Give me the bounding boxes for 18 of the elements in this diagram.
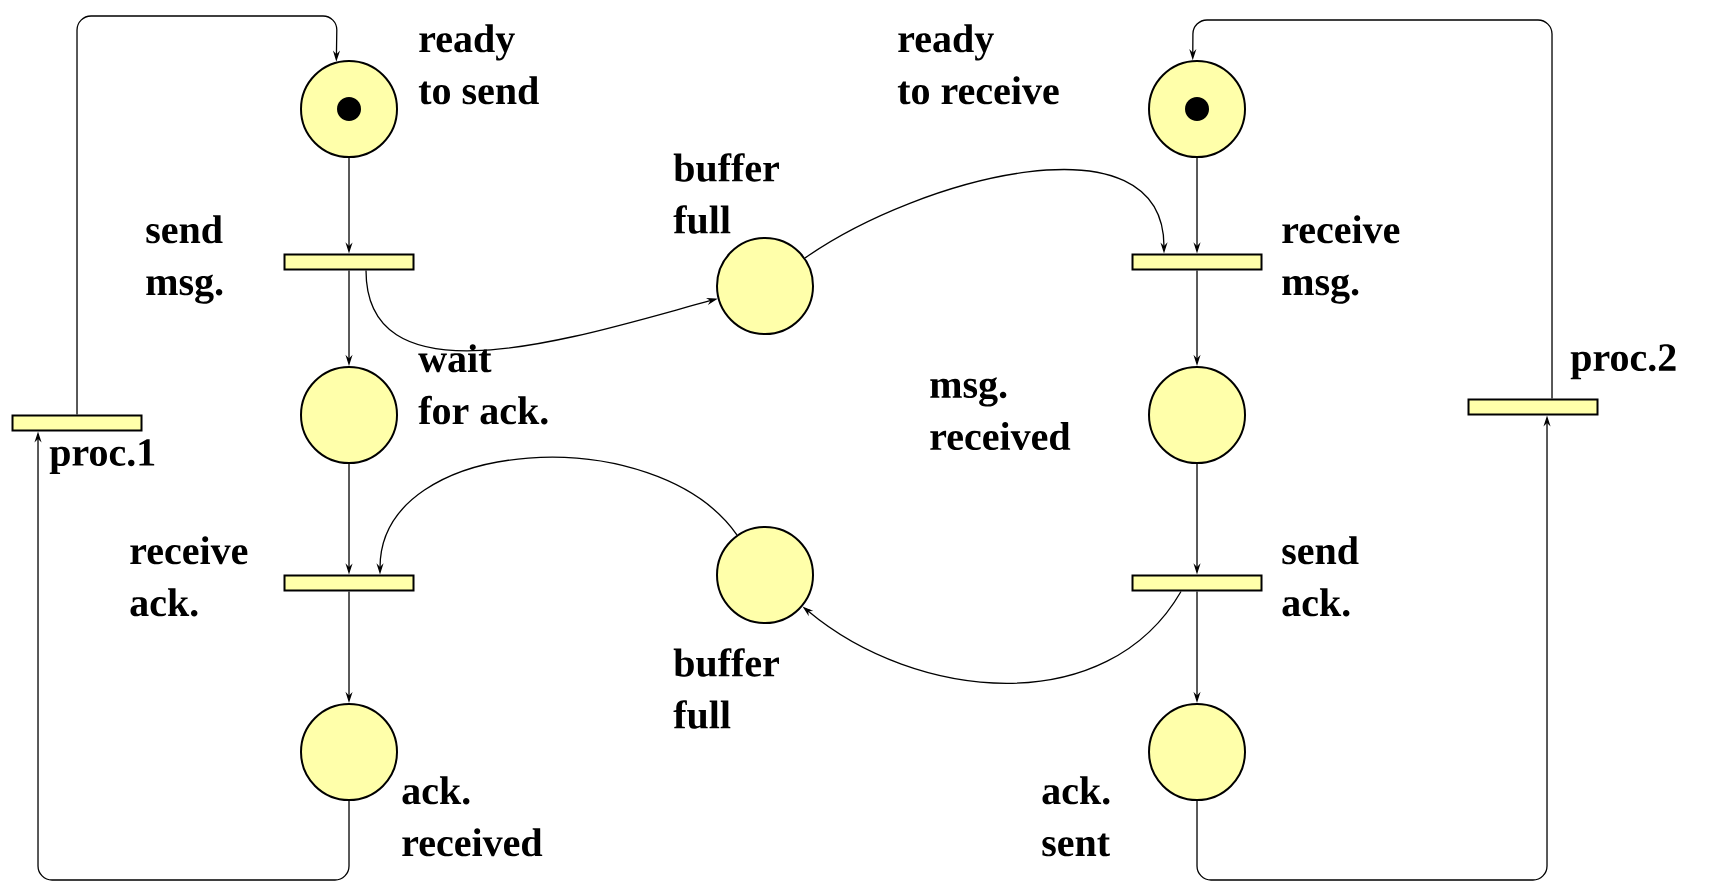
place-label: ready to receive <box>897 24 1059 105</box>
place-label: buffer full <box>673 153 779 234</box>
token-dot <box>1185 97 1209 121</box>
transition-label: send msg. <box>146 215 223 304</box>
transition-label: send ack. <box>1282 536 1359 617</box>
arrow <box>804 168 1168 259</box>
token-dot <box>337 97 361 121</box>
transition-label: receive ack. <box>130 536 248 617</box>
place-label: buffer full <box>673 648 779 729</box>
arrow <box>76 15 341 416</box>
place-label: ready to send <box>418 24 539 105</box>
transition-label: proc.2 <box>1570 344 1676 380</box>
place-label: ack. received <box>402 776 543 857</box>
place-label: msg. received <box>930 377 1071 451</box>
transition-label: receive msg. <box>1282 215 1400 304</box>
transition-label: proc.1 <box>49 439 155 475</box>
place-label: wait for ack. <box>418 344 548 425</box>
place-label: ack. sent <box>1042 776 1110 857</box>
